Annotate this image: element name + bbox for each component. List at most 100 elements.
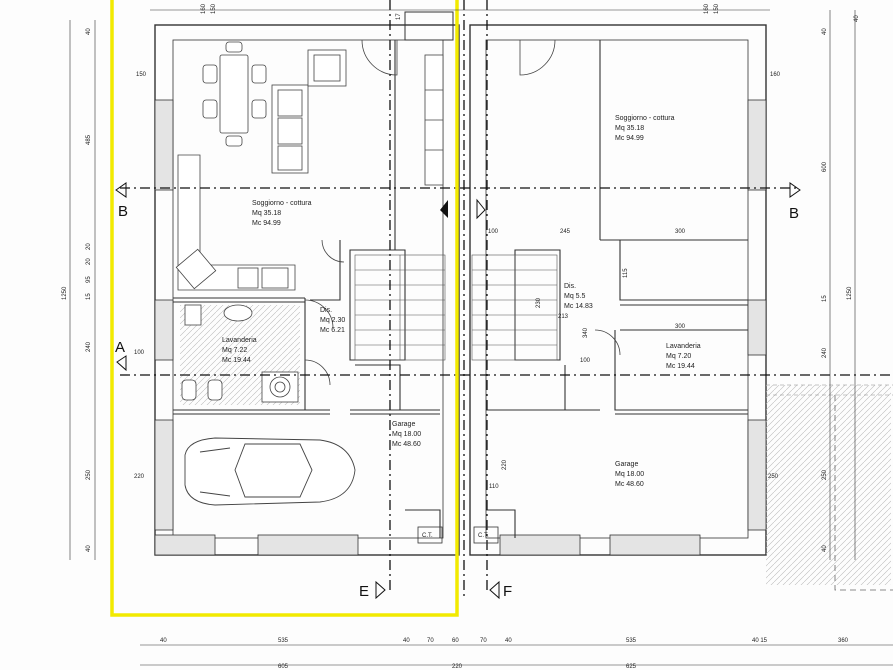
right-lavanderia-volume: Mc 19.44 <box>666 363 695 370</box>
dim-i7: 213 <box>558 314 569 320</box>
dim-l3: 20 <box>86 258 92 265</box>
section-b-left: B <box>118 203 128 220</box>
dim-l7: 250 <box>86 469 92 480</box>
dim-r3: 240 <box>822 347 828 358</box>
dim-i13: 220 <box>134 474 145 480</box>
left-garage-name: Garage <box>392 421 415 428</box>
left-soggiorno-area: Mq 35.18 <box>252 210 281 217</box>
left-lavanderia-area: Mq 7.22 <box>222 347 247 354</box>
dim-b2: 40 <box>403 638 410 644</box>
dim-i5: 220 <box>502 459 508 470</box>
left-garage-volume: Mc 48.60 <box>392 441 421 448</box>
left-garage-area: Mq 18.00 <box>392 431 421 438</box>
right-garage-name: Garage <box>615 461 638 468</box>
bottom-dimensions: 40 535 40 70 60 70 40 535 40 15 360 605 … <box>160 638 849 670</box>
dim-t3: 160 <box>704 3 710 14</box>
dim-b5: 70 <box>480 638 487 644</box>
dim-b3: 70 <box>427 638 434 644</box>
dim-i3: 100 <box>488 229 499 235</box>
section-f: F <box>503 583 512 600</box>
dim-i8: 340 <box>583 327 589 338</box>
dim-i9: 115 <box>623 268 629 278</box>
right-dis-area: Mq 5.5 <box>564 293 586 300</box>
dim-b1: 535 <box>278 638 289 644</box>
dim-b4: 60 <box>452 638 459 644</box>
dim-i2: 300 <box>675 324 686 330</box>
dim-t0: 160 <box>201 3 207 14</box>
doors <box>304 39 621 386</box>
right-hatched-area <box>766 384 893 591</box>
dim-r0: 40 <box>822 28 828 35</box>
dim-b7: 535 <box>626 638 637 644</box>
dim-l1: 485 <box>86 134 92 145</box>
section-markers: B B A E F <box>115 182 801 600</box>
dim-i1: 300 <box>675 229 686 235</box>
dim-b8: 40 15 <box>752 638 768 644</box>
left-soggiorno-name: Soggiorno - cottura <box>252 200 312 207</box>
dim-r1: 600 <box>822 161 828 172</box>
dim-b6: 40 <box>505 638 512 644</box>
left-dis-name: Dis. <box>320 307 332 314</box>
dim-l2: 20 <box>86 243 92 250</box>
chimney-top <box>404 11 454 41</box>
dim-l6: 240 <box>86 341 92 352</box>
dim-b2-2: 625 <box>626 664 637 670</box>
dim-i14: 100 <box>134 350 145 356</box>
dim-right-total: 1250 <box>847 286 853 300</box>
left-dis-volume: Mc 6.21 <box>320 327 345 334</box>
dim-b2-0: 605 <box>278 664 289 670</box>
right-soggiorno-volume: Mc 94.99 <box>615 135 644 142</box>
dim-i12: 250 <box>768 474 779 480</box>
right-lavanderia-name: Lavanderia <box>666 343 701 350</box>
dim-l5: 15 <box>86 293 92 300</box>
dim-b0: 40 <box>160 638 167 644</box>
dim-l4: 95 <box>86 276 92 283</box>
right-dimensions: 40 600 15 240 250 40 1250 <box>822 28 853 552</box>
car-icon <box>184 437 356 506</box>
dim-i0: 245 <box>560 229 571 235</box>
top-dimensions: 160 150 17 160 150 40 <box>201 3 860 22</box>
ct-boxes: C.T. C.T. <box>417 526 499 544</box>
highlight-frame <box>110 0 459 617</box>
dim-b2-1: 220 <box>452 664 463 670</box>
dim-l8: 40 <box>86 545 92 552</box>
right-stairs <box>471 254 558 361</box>
dim-t4: 150 <box>714 3 720 14</box>
dim-i6: 230 <box>536 297 542 308</box>
right-soggiorno-name: Soggiorno - cottura <box>615 115 675 122</box>
laundry-fixtures <box>180 304 300 405</box>
dim-r2: 15 <box>822 295 828 302</box>
section-lines <box>120 0 893 600</box>
dim-left-total: 1250 <box>62 286 68 300</box>
wall-segments <box>154 99 767 556</box>
section-a: A <box>115 339 125 356</box>
dim-b9: 360 <box>838 638 849 644</box>
dining-table <box>202 41 267 147</box>
dim-i10: 160 <box>770 72 781 78</box>
kitchen-counter <box>175 154 296 291</box>
dim-l0: 40 <box>86 28 92 35</box>
right-garage-area: Mq 18.00 <box>615 471 644 478</box>
dim-i15: 150 <box>136 72 147 78</box>
ct-label-left: C.T. <box>422 533 433 539</box>
right-soggiorno-area: Mq 35.18 <box>615 125 644 132</box>
right-lavanderia-area: Mq 7.20 <box>666 353 691 360</box>
left-dimensions: 40 485 20 20 95 15 240 250 40 1250 <box>62 28 92 552</box>
left-stairs <box>354 254 446 361</box>
left-lavanderia-name: Lavanderia <box>222 337 257 344</box>
dim-t1: 150 <box>211 3 217 14</box>
dimension-lines <box>69 9 893 666</box>
dim-r4: 250 <box>822 469 828 480</box>
dim-t5: 40 <box>854 15 860 22</box>
dim-t2: 17 <box>396 13 402 20</box>
section-b-right: B <box>789 205 799 222</box>
right-room-labels: Soggiorno - cottura Mq 35.18 Mc 94.99 La… <box>564 115 701 488</box>
left-dis-area: Mq 2.30 <box>320 317 345 324</box>
inner-dimensions: 245 300 300 100 110 220 230 213 340 115 … <box>134 72 781 490</box>
ct-label-right: C.T. <box>478 533 489 539</box>
dim-i11: 100 <box>580 358 591 364</box>
right-garage-volume: Mc 48.60 <box>615 481 644 488</box>
left-room-labels: Soggiorno - cottura Mq 35.18 Mc 94.99 La… <box>222 200 421 448</box>
